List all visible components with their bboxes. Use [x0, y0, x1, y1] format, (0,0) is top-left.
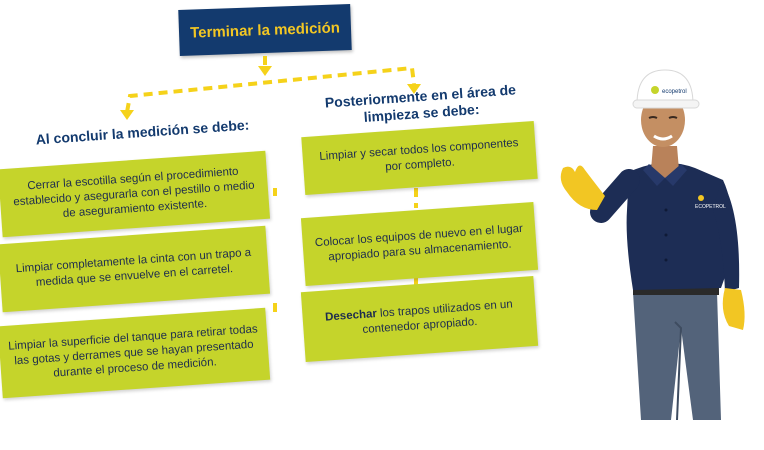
left-step-1-text: Cerrar la escotilla según el procedimien…: [13, 165, 255, 220]
right-glove: [722, 288, 745, 330]
arrow-right-down: [407, 84, 421, 94]
helmet: [636, 69, 694, 105]
arrow-left-down: [120, 110, 134, 120]
trousers: [633, 292, 721, 420]
shirt: [626, 162, 733, 290]
arrow-title-down: [258, 66, 272, 76]
helmet-logo: ecopetrol: [662, 89, 687, 95]
shirt-logo: ECOPETROL: [695, 204, 726, 210]
right-step-1-text: Limpiar y secar todos los componentes po…: [319, 137, 519, 174]
right-step-3-text: Desechar los trapos utilizados en un con…: [310, 296, 529, 341]
right-step-2-text: Colocar los equipos de nuevo en el lugar…: [314, 222, 524, 264]
right-step-3-rest: los trapos utilizados en un contenedor a…: [362, 298, 514, 336]
left-glove: [560, 165, 605, 210]
worker-illustration: ecopetrol ECOPETROL: [560, 69, 745, 420]
belt: [633, 286, 719, 295]
left-step-2-text: Limpiar completamente la cinta con un tr…: [15, 246, 252, 289]
right-step-3-bold: Desechar: [324, 307, 378, 324]
left-step-3-text: Limpiar la superficie del tanque para re…: [7, 322, 259, 380]
